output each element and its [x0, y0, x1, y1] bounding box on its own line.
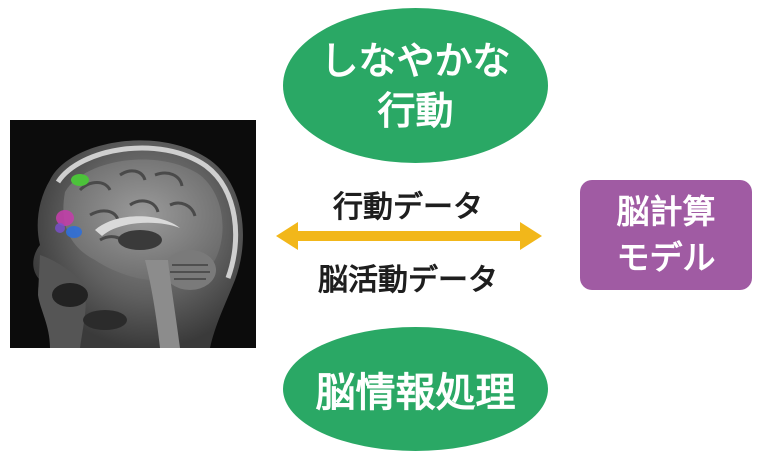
brain-information-processing-label: 脳情報処理 — [315, 370, 516, 416]
flexible-behavior-node: しなやかな 行動 — [283, 8, 548, 163]
model-line2: モデル — [616, 238, 716, 277]
brain-mri-image — [10, 120, 256, 348]
flexible-behavior-line2: 行動 — [377, 88, 454, 133]
double-headed-arrow — [276, 222, 542, 250]
model-line1: 脳計算 — [616, 192, 716, 231]
behavior-data-label: 行動データ — [333, 190, 483, 225]
brain-information-processing-node: 脳情報処理 — [283, 327, 548, 451]
brain-activity-data-label: 脳活動データ — [318, 263, 498, 298]
flexible-behavior-line1: しなやかな — [320, 38, 511, 83]
brain-computational-model-node: 脳計算 モデル — [580, 180, 752, 290]
